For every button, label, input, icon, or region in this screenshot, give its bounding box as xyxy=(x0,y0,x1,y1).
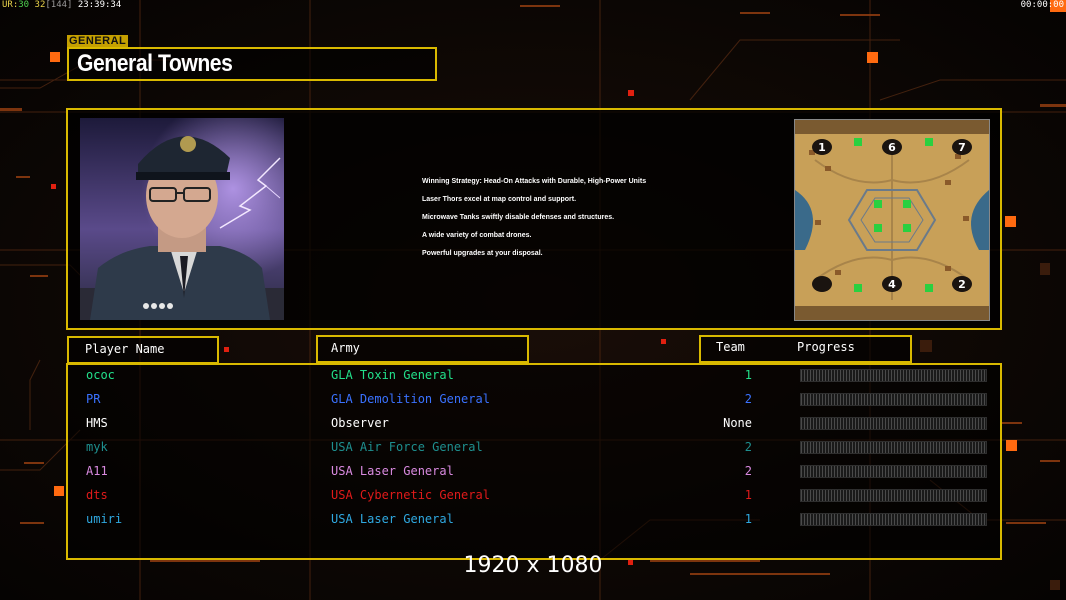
player-name: dts xyxy=(86,488,108,502)
player-army: GLA Demolition General xyxy=(331,392,490,406)
player-team: 2 xyxy=(744,464,752,478)
player-progress-bar xyxy=(800,513,987,526)
player-army: USA Cybernetic General xyxy=(331,488,490,502)
fps-prefix: UR: xyxy=(2,0,19,10)
header-army-label: Army xyxy=(331,341,360,355)
player-army: USA Air Force General xyxy=(331,440,483,454)
map-slot-4: 4 xyxy=(888,278,896,291)
map-slot-6: 6 xyxy=(888,141,896,154)
player-team: 2 xyxy=(744,440,752,454)
map-slot-1: 1 xyxy=(818,141,826,154)
clock-time: 23:39:34 xyxy=(77,0,122,10)
player-name: umiri xyxy=(86,512,123,526)
header-player-name: Player Name xyxy=(67,336,219,364)
header-team-label: Team xyxy=(716,340,745,354)
player-team: 1 xyxy=(744,512,752,526)
map-slot-2: 2 xyxy=(958,278,966,291)
fps-value-b: 32 xyxy=(34,0,46,10)
general-title-box: General Townes xyxy=(67,47,437,81)
map-slot-7: 7 xyxy=(958,141,966,154)
player-name: PR xyxy=(86,392,101,406)
header-progress-label: Progress xyxy=(797,340,855,354)
player-row: myk USA Air Force General 2 xyxy=(68,437,1000,461)
player-row: dts USA Cybernetic General 1 xyxy=(68,485,1000,509)
player-progress-bar xyxy=(800,417,987,430)
player-row: A11 USA Laser General 2 xyxy=(68,461,1000,485)
player-progress-bar xyxy=(800,489,987,502)
player-name: HMS xyxy=(86,416,108,430)
game-timer: 00:00:00 xyxy=(1020,0,1064,10)
fps-value-a: 30 xyxy=(18,0,30,10)
general-name: General Townes xyxy=(77,50,233,77)
header-army: Army xyxy=(316,335,529,363)
player-name: myk xyxy=(86,440,108,454)
player-team: 1 xyxy=(744,488,752,502)
strategy-line: Laser Thors excel at map control and sup… xyxy=(422,196,577,203)
map-preview: 1 6 7 4 2 xyxy=(794,119,990,321)
fps-readout: UR:30 32[144] 23:39:34 xyxy=(2,0,121,10)
player-progress-bar xyxy=(800,465,987,478)
player-team: None xyxy=(723,416,752,430)
player-row: HMS Observer None xyxy=(68,413,1000,437)
resolution-label: 1920 x 1080 xyxy=(463,553,603,578)
strategy-line: Microwave Tanks swiftly disable defenses… xyxy=(422,214,615,221)
player-army: USA Laser General xyxy=(331,464,454,478)
player-army: GLA Toxin General xyxy=(331,368,454,382)
strategy-line: Winning Strategy: Head-On Attacks with D… xyxy=(422,178,647,185)
strategy-line: Powerful upgrades at your disposal. xyxy=(422,250,543,257)
player-table: ococ GLA Toxin General 1 PR GLA Demoliti… xyxy=(66,363,1002,560)
player-team: 2 xyxy=(744,392,752,406)
fps-value-c: [144] xyxy=(45,0,73,10)
player-row: ococ GLA Toxin General 1 xyxy=(68,365,1000,389)
player-army: USA Laser General xyxy=(331,512,454,526)
general-info-panel: Winning Strategy: Head-On Attacks with D… xyxy=(66,108,1002,330)
player-team: 1 xyxy=(744,368,752,382)
player-row: umiri USA Laser General 1 xyxy=(68,509,1000,533)
header-player-name-label: Player Name xyxy=(85,342,165,356)
general-portrait xyxy=(80,118,284,320)
player-progress-bar xyxy=(800,393,987,406)
general-tag: GENERAL xyxy=(67,35,129,47)
player-army: Observer xyxy=(331,416,389,430)
player-progress-bar xyxy=(800,441,987,454)
header-team-progress: Team Progress xyxy=(699,335,912,363)
strategy-text: Winning Strategy: Head-On Attacks with D… xyxy=(422,178,646,268)
player-name: ococ xyxy=(86,368,115,382)
player-progress-bar xyxy=(800,369,987,382)
strategy-line: A wide variety of combat drones. xyxy=(422,232,532,239)
player-name: A11 xyxy=(86,464,108,478)
player-row: PR GLA Demolition General 2 xyxy=(68,389,1000,413)
